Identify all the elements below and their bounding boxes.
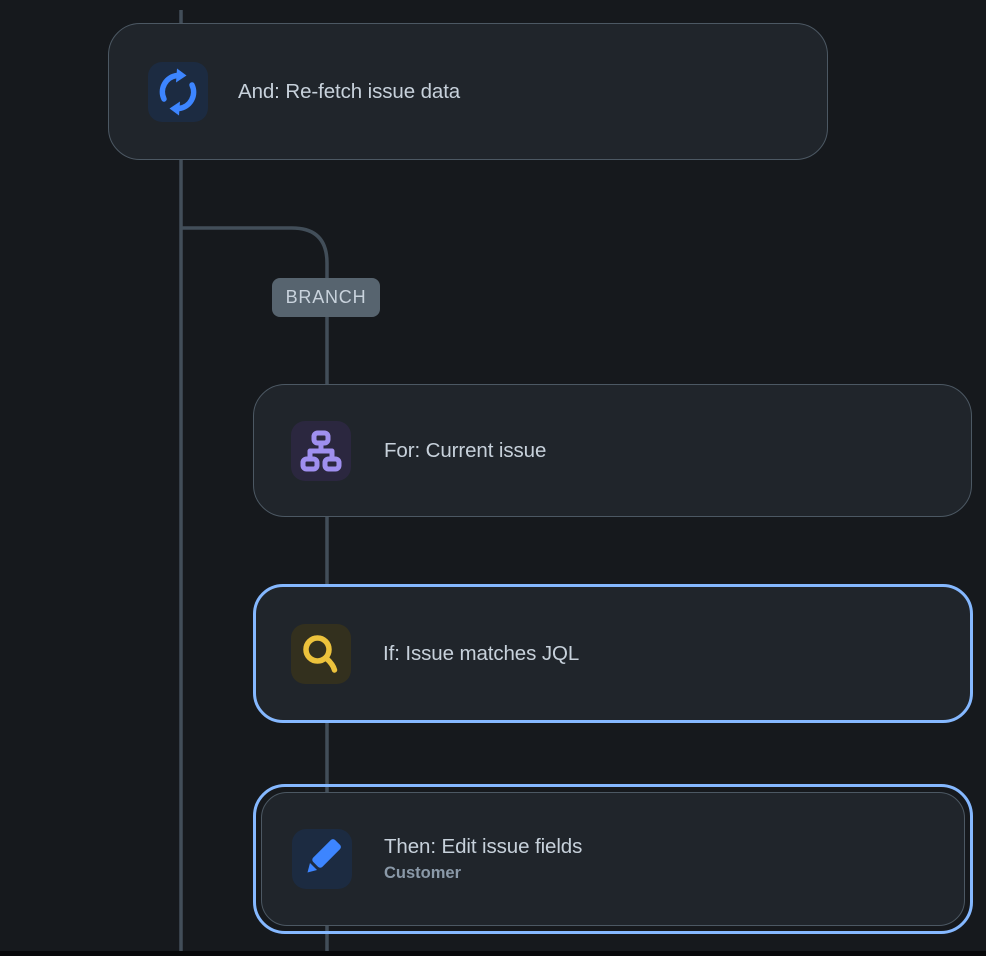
node-then-edit-issue-fields[interactable]: Then: Edit issue fields Customer: [253, 784, 973, 934]
refresh-icon: [159, 68, 197, 115]
branch-label-pill: BRANCH: [272, 278, 380, 317]
node-then-card: Then: Edit issue fields Customer: [261, 792, 965, 926]
branch-label: BRANCH: [285, 287, 367, 307]
hierarchy-icon-tile: [291, 420, 351, 481]
node-refetch-issue-data[interactable]: And: Re-fetch issue data: [108, 23, 828, 160]
node-subtitle: Customer: [384, 864, 462, 883]
node-if-issue-matches-jql[interactable]: If: Issue matches JQL: [253, 584, 973, 723]
node-title: And: Re-fetch issue data: [238, 79, 461, 103]
pencil-icon: [307, 839, 341, 873]
search-icon: [303, 634, 338, 673]
node-title: If: Issue matches JQL: [383, 641, 580, 665]
hierarchy-icon: [300, 430, 342, 471]
node-title: Then: Edit issue fields: [384, 834, 583, 858]
branch-connector-line: [181, 226, 329, 951]
node-for-current-issue[interactable]: For: Current issue: [253, 384, 972, 517]
search-icon-tile: [291, 623, 351, 684]
refresh-icon-tile: [148, 61, 208, 122]
canvas-bottom-edge: [0, 951, 986, 956]
node-title: For: Current issue: [384, 438, 547, 462]
pencil-icon-tile: [292, 829, 352, 889]
